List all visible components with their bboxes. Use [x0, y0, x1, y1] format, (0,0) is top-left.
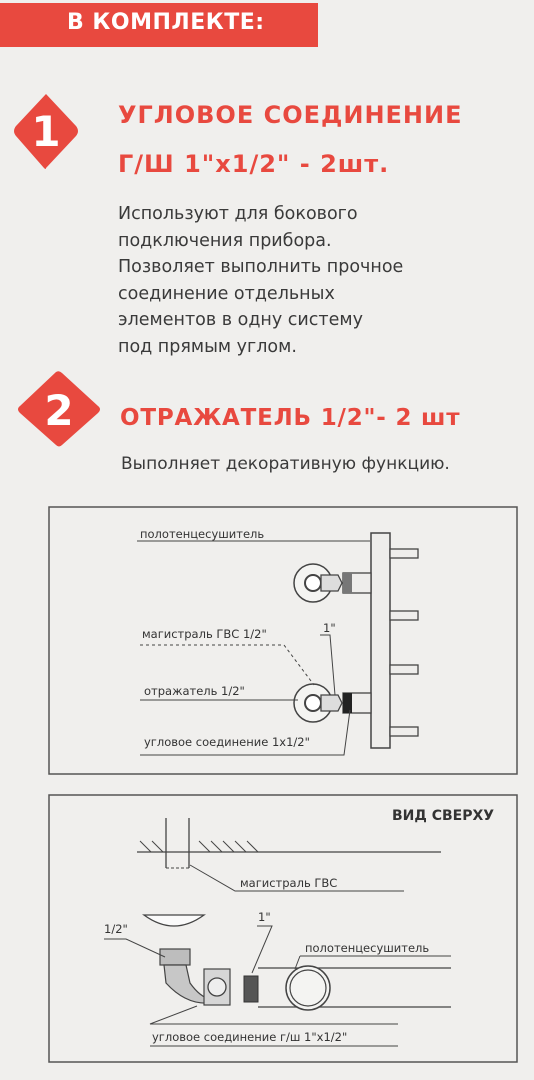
diagram-frame	[48, 506, 518, 775]
desc-line: Используют для бокового	[118, 204, 358, 224]
item-2-description: Выполняет декоративную функцию.	[121, 451, 450, 478]
label-one: 1"	[258, 910, 271, 924]
label-dryer: полотенцесушитель	[140, 527, 264, 541]
desc-line: Позволяет выполнить прочное	[118, 257, 404, 277]
label-reflector: отражатель 1/2"	[144, 684, 245, 698]
label-size-1: 1"	[323, 621, 336, 635]
badge-number-2: 2	[44, 386, 73, 435]
item-1-title-line2: Г/Ш 1"х1/2" - 2шт.	[118, 150, 390, 178]
item-1-description: Используют для бокового подключения приб…	[118, 201, 403, 360]
header-title: В КОМПЛЕКТЕ:	[67, 10, 265, 35]
desc-line: Выполняет декоративную функцию.	[121, 454, 450, 474]
label-angle-top: угловое соединение г/ш 1"х1/2"	[152, 1030, 347, 1044]
item-1-title-line1: УГЛОВОЕ СОЕДИНЕНИЕ	[118, 101, 463, 129]
diagram-frame	[48, 794, 518, 1063]
top-view-diagram: ВИД СВЕРХУ магистраль ГВС	[0, 793, 534, 1068]
label-half: 1/2"	[104, 922, 128, 936]
front-view-diagram: полотенцесушитель магистраль ГВС 1/2" от…	[0, 505, 534, 780]
top-view-heading: ВИД СВЕРХУ	[392, 808, 494, 824]
desc-line: под прямым углом.	[118, 336, 297, 357]
desc-line: соединение отдельных	[118, 283, 335, 304]
label-angle: угловое соединение 1х1/2"	[144, 735, 310, 749]
item-2-title: ОТРАЖАТЕЛЬ 1/2"- 2 шт	[120, 405, 461, 431]
label-dryer-top: полотенцесушитель	[305, 941, 429, 955]
desc-line: подключения прибора.	[118, 230, 332, 251]
label-main: магистраль ГВС 1/2"	[142, 627, 267, 641]
dryer-column	[370, 532, 391, 749]
desc-line: элементов в одну систему	[118, 310, 363, 330]
label-main-top: магистраль ГВС	[240, 876, 337, 890]
badge-number-1: 1	[31, 107, 60, 156]
number-badge-1: 1	[10, 90, 82, 172]
number-badge-2: 2	[12, 368, 104, 450]
header-banner	[0, 3, 318, 47]
